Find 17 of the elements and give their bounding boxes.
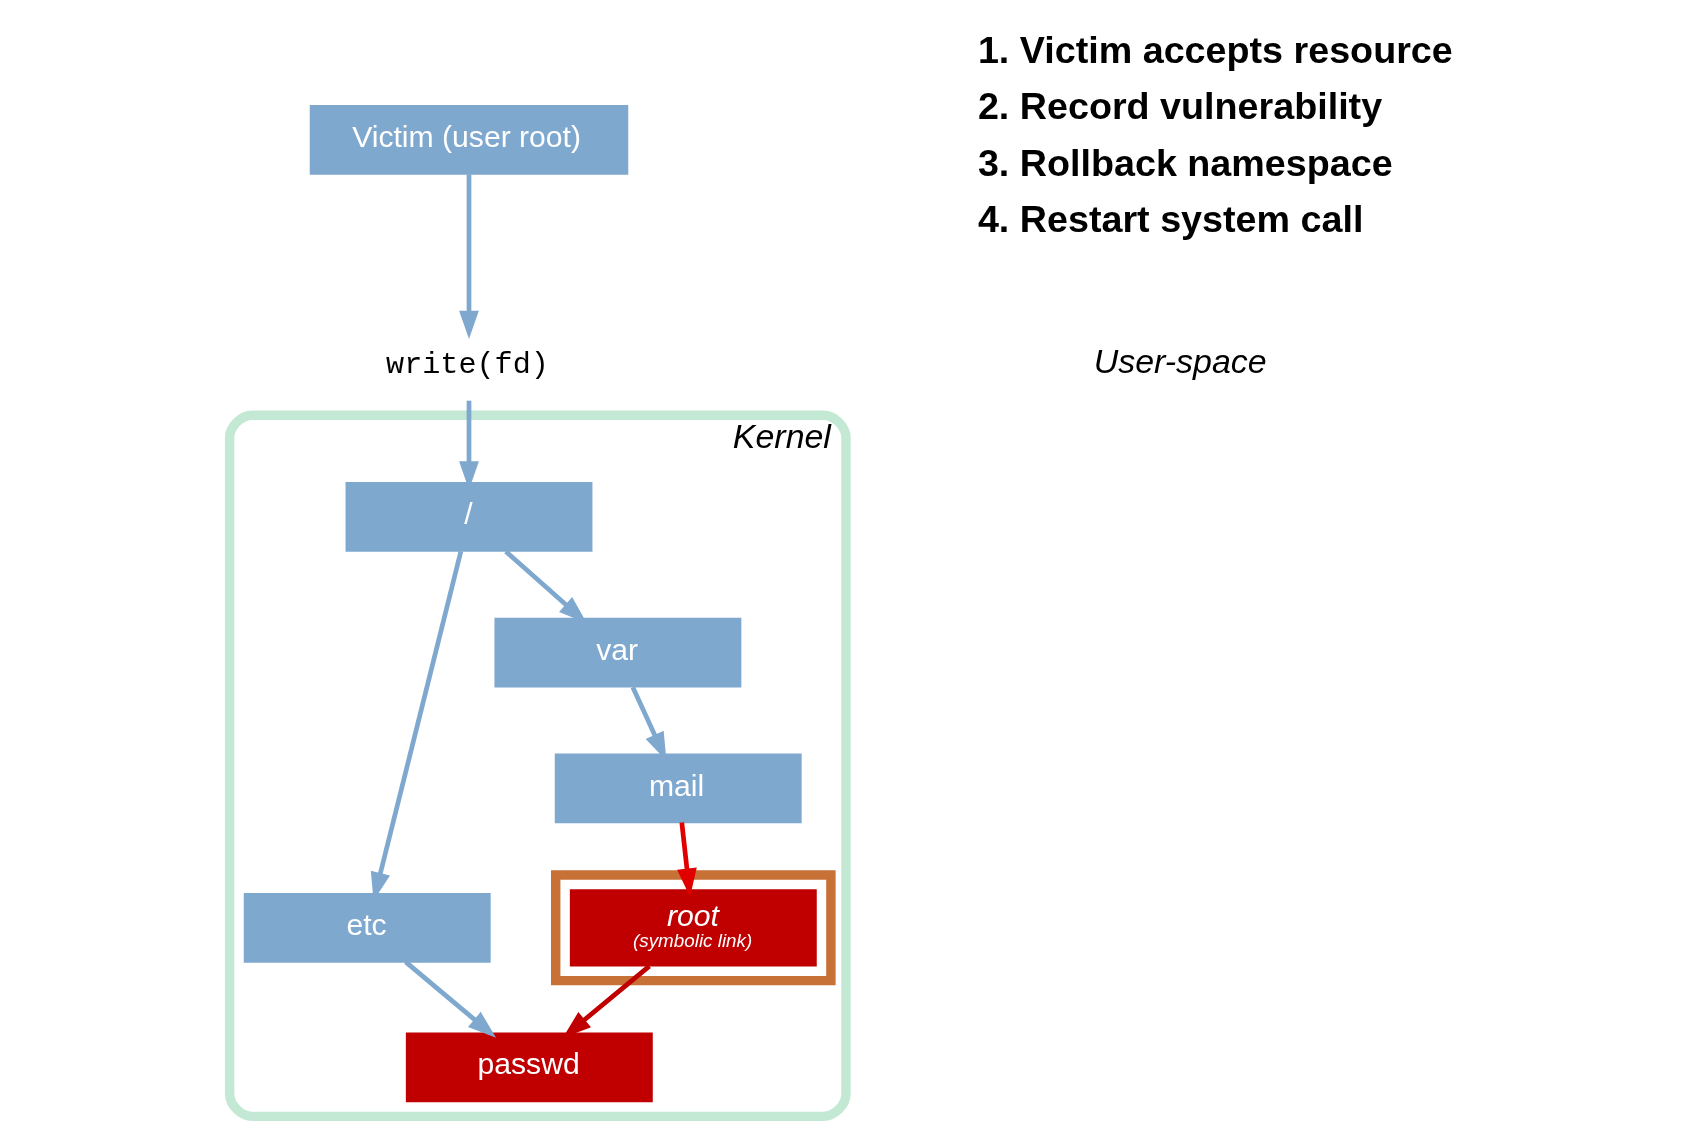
label: 2. Record vulnerability <box>977 85 1383 128</box>
node-box: mail <box>554 753 802 824</box>
arrow <box>677 822 697 897</box>
label: 3. Rollback namespace <box>977 141 1393 184</box>
label: 1. Victim accepts resource <box>977 28 1453 71</box>
node-box: root (symbolic link) <box>569 889 817 967</box>
label: 4. Restart system call <box>977 198 1364 241</box>
node-box: / <box>345 482 593 552</box>
node-box: etc <box>243 893 491 963</box>
node-box: var <box>494 617 742 688</box>
arrow <box>459 174 479 340</box>
arrow <box>404 960 497 1038</box>
label: User-space <box>1093 341 1267 380</box>
node-box: passwd <box>405 1032 653 1103</box>
node-text: write(fd) <box>386 348 549 383</box>
cluster <box>551 870 836 986</box>
node-box: Victim (user root) <box>309 105 629 175</box>
